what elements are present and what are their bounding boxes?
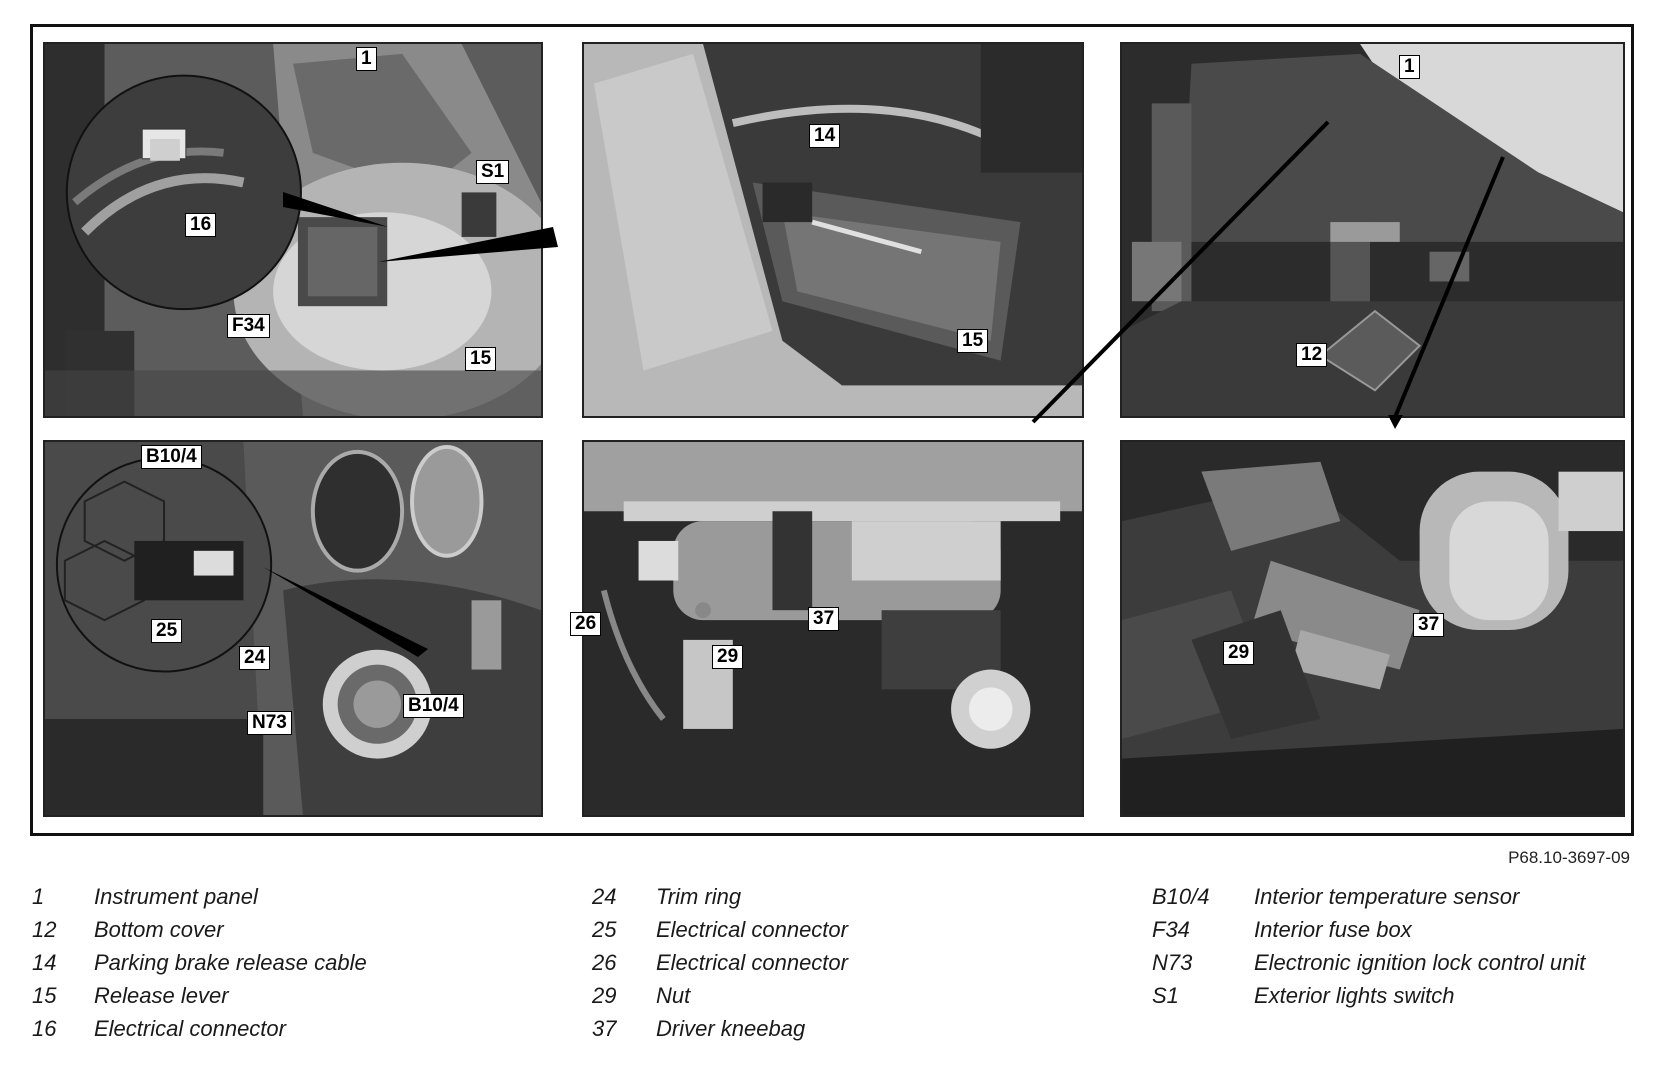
callout-29: 29 — [1223, 641, 1255, 665]
legend-desc: Instrument panel — [94, 884, 258, 909]
callout-29: 29 — [712, 645, 744, 669]
legend-key: 12 — [32, 917, 57, 942]
legend-desc: Driver kneebag — [656, 1016, 806, 1041]
legend-key: N73 — [1152, 950, 1193, 975]
figure-reference-id: P68.10-3697-09 — [1508, 848, 1630, 867]
legend-key: 15 — [32, 983, 57, 1008]
legend-desc: Trim ring — [656, 884, 742, 909]
callout-12: 12 — [1296, 343, 1328, 367]
legend-desc: Exterior lights switch — [1254, 983, 1455, 1008]
callout-26: 26 — [570, 612, 602, 636]
callout-15: 15 — [957, 329, 989, 353]
callout-S1: S1 — [476, 160, 510, 184]
legend-desc: Parking brake release cable — [94, 950, 367, 975]
photo-panel-ignition-lock — [43, 440, 543, 817]
legend-desc: Electrical connector — [656, 950, 848, 975]
callout-37: 37 — [808, 607, 840, 631]
legend-key: 24 — [592, 884, 617, 909]
callout-1: 1 — [1399, 55, 1420, 79]
photo-panel-parking-brake — [582, 42, 1084, 418]
legend-desc: Electrical connector — [656, 917, 848, 942]
legend-key: B10/4 — [1152, 884, 1210, 909]
photo-panel-kneebag — [582, 440, 1084, 817]
callout-15: 15 — [465, 347, 497, 371]
photo-panel-bottom-cover — [1120, 42, 1625, 418]
legend-key: 26 — [592, 950, 617, 975]
legend-desc: Interior temperature sensor — [1254, 884, 1520, 909]
legend-key: S1 — [1152, 983, 1179, 1008]
legend-desc: Interior fuse box — [1254, 917, 1412, 942]
callout-B10-4: B10/4 — [403, 694, 464, 718]
photo-ignition-lock-image — [45, 442, 541, 815]
legend-key: 37 — [592, 1016, 617, 1041]
callout-B10-4: B10/4 — [141, 445, 202, 469]
legend: 1 Instrument panel 12 Bottom cover 14 Parki… — [0, 880, 1664, 1060]
figure-frame: 1 S1 16 F34 15 14 15 1 12 B10/4 25 24 N7… — [30, 24, 1634, 836]
photo-parking-brake-image — [584, 44, 1082, 416]
callout-16: 16 — [185, 213, 217, 237]
callout-F34: F34 — [227, 314, 270, 338]
legend-key: 25 — [592, 917, 617, 942]
legend-key: 29 — [592, 983, 617, 1008]
callout-14: 14 — [809, 124, 841, 148]
callout-1: 1 — [356, 47, 377, 71]
callout-37: 37 — [1413, 613, 1445, 637]
legend-desc: Release lever — [94, 983, 229, 1008]
legend-key: 1 — [32, 884, 45, 909]
legend-key: 14 — [32, 950, 57, 975]
legend-desc: Electrical connector — [94, 1016, 286, 1041]
photo-panel-kneebag-nuts — [1120, 440, 1625, 817]
legend-desc: Electronic ignition lock control unit — [1254, 950, 1586, 975]
callout-25: 25 — [151, 619, 183, 643]
callout-24: 24 — [239, 646, 271, 670]
legend-desc: Nut — [656, 983, 691, 1008]
photo-bottom-cover-image — [1122, 44, 1623, 416]
callout-N73: N73 — [247, 711, 292, 735]
legend-desc: Bottom cover — [94, 917, 224, 942]
legend-key: 16 — [32, 1016, 57, 1041]
photo-kneebag-nuts-image — [1122, 442, 1623, 815]
legend-key: F34 — [1152, 917, 1190, 942]
